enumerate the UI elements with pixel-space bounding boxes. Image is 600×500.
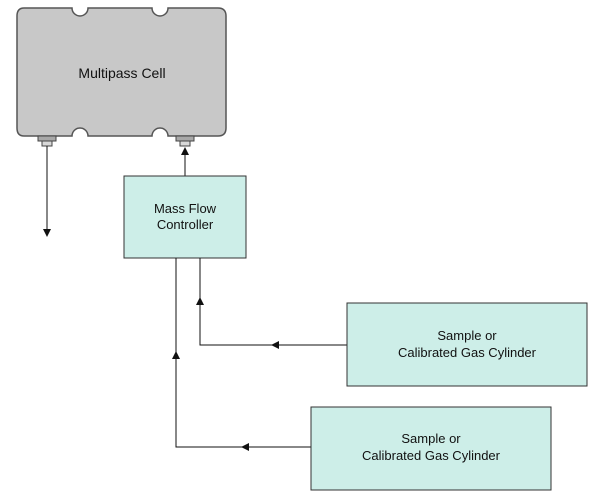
multipass-cell: Multipass Cell (16, 7, 227, 137)
mass-flow-controller-label-line1: Mass Flow (154, 201, 217, 216)
mass-flow-controller: Mass Flow Controller (123, 175, 247, 259)
lower-cylinder-line (172, 258, 311, 451)
gas-cylinder-upper-box (346, 302, 588, 387)
outlet-port (37, 135, 57, 147)
upper-cylinder-line (196, 258, 347, 349)
multipass-cell-body (16, 7, 227, 137)
gas-cylinder-lower-label-line1: Sample or (401, 431, 461, 446)
mass-flow-controller-label-line2: Controller (157, 217, 214, 232)
gas-cylinder-lower-label-line2: Calibrated Gas Cylinder (362, 448, 501, 463)
gas-cylinder-upper-label-line1: Sample or (437, 328, 497, 343)
inlet-port (175, 135, 195, 147)
gas-cylinder-upper: Sample or Calibrated Gas Cylinder (346, 302, 588, 387)
multipass-cell-label: Multipass Cell (78, 65, 165, 81)
gas-cylinder-upper-label-line2: Calibrated Gas Cylinder (398, 345, 537, 360)
gas-cylinder-lower: Sample or Calibrated Gas Cylinder (310, 406, 552, 491)
gas-cylinder-lower-box (310, 406, 552, 491)
mass-flow-controller-box (123, 175, 247, 259)
